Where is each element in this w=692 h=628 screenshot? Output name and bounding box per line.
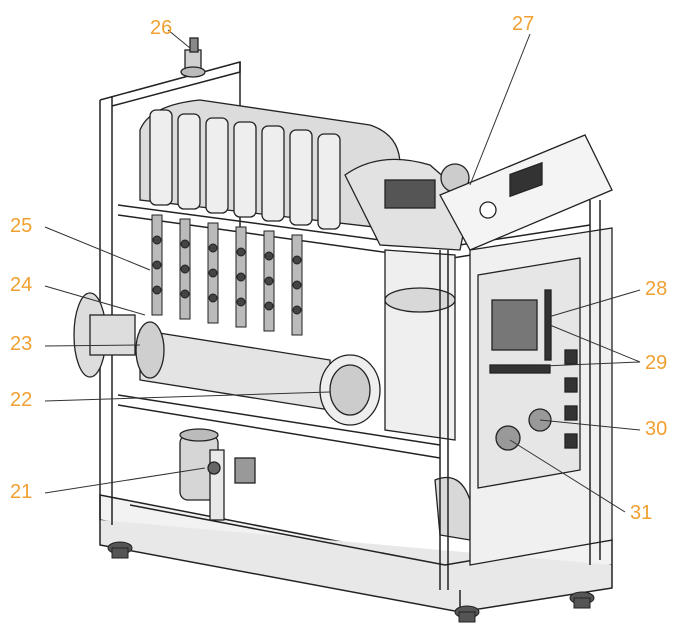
callout-23: 23 bbox=[10, 333, 33, 355]
feet bbox=[107, 541, 595, 623]
callout-26: 26 bbox=[150, 17, 173, 39]
callout-30: 30 bbox=[645, 418, 668, 440]
inspection-port bbox=[319, 354, 381, 426]
leader-lines bbox=[44, 29, 641, 513]
callout-22: 22 bbox=[10, 389, 33, 411]
flue-duct bbox=[384, 249, 471, 541]
callout-25: 25 bbox=[10, 215, 33, 237]
callout-24: 24 bbox=[10, 274, 33, 296]
air-vent-valve bbox=[180, 37, 206, 78]
control-panel bbox=[439, 134, 613, 251]
burner-fan bbox=[344, 158, 471, 251]
manifold-grid bbox=[151, 214, 303, 336]
callout-29: 29 bbox=[645, 352, 668, 374]
callout-28: 28 bbox=[645, 278, 668, 300]
heat-exchanger bbox=[139, 99, 401, 231]
pump bbox=[179, 428, 256, 521]
callout-27: 27 bbox=[512, 13, 535, 35]
flange bbox=[73, 292, 136, 378]
callout-21: 21 bbox=[10, 481, 33, 503]
callout-31: 31 bbox=[630, 502, 653, 524]
right-frame bbox=[439, 200, 601, 590]
